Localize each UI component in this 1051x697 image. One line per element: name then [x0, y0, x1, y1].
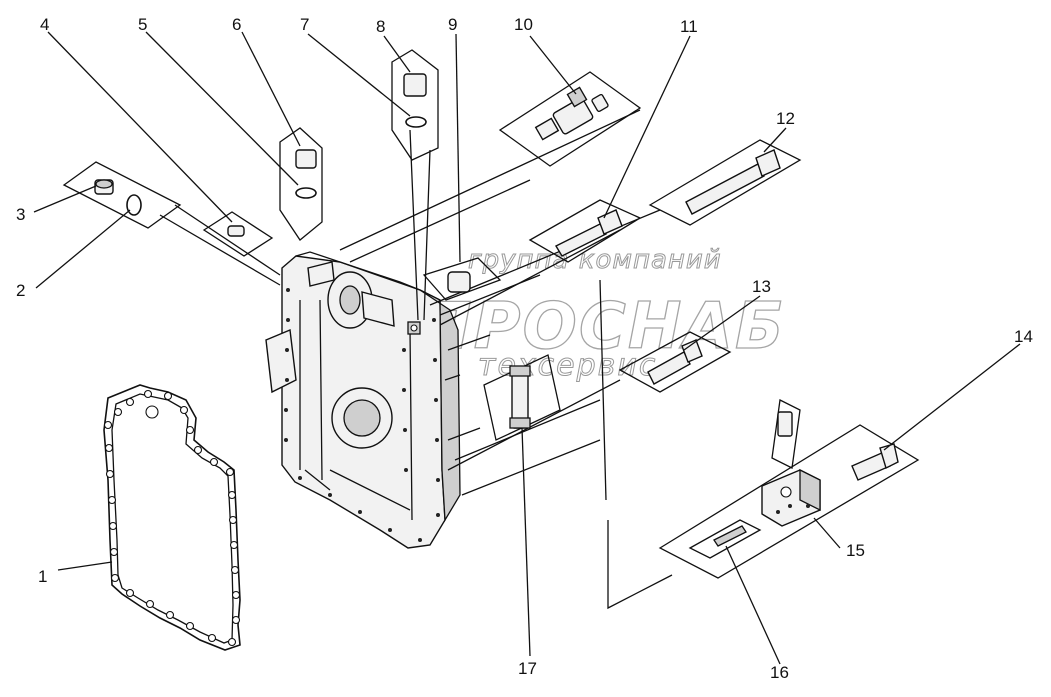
callout-13: 13: [752, 277, 771, 296]
callout-8: 8: [376, 17, 385, 36]
bolt-11: [528, 199, 642, 263]
callout-4: 4: [40, 15, 49, 34]
callout-2: 2: [16, 281, 25, 300]
callout-14: 14: [1014, 327, 1033, 346]
callout-15: 15: [846, 541, 865, 560]
callout-16: 16: [770, 663, 789, 682]
callout-11: 11: [680, 17, 698, 36]
assembly-lines: [159, 109, 673, 610]
callouts: 1 2 3 4 5 6 7 8 9 10 11 12 13 14 15 16 1…: [16, 15, 1033, 682]
callout-17: 17: [518, 659, 537, 678]
callout-10: 10: [514, 15, 533, 34]
bolt-13: [618, 331, 732, 393]
watermark-line1: группа компаний: [468, 245, 722, 275]
plug-and-ring-6: [279, 127, 323, 241]
callout-9: 9: [448, 15, 457, 34]
gasket: [103, 384, 241, 651]
callout-12: 12: [776, 109, 795, 128]
transmission-housing: [265, 251, 461, 549]
callout-7: 7: [300, 15, 309, 34]
sensor-17: [483, 354, 561, 441]
plug-and-ring-8: [391, 49, 439, 161]
callout-5: 5: [138, 15, 147, 34]
plug-and-ring-left: [62, 161, 182, 229]
solenoid-valve: [498, 71, 642, 167]
plug-9: [422, 257, 502, 301]
callout-1: 1: [38, 567, 47, 586]
plug-4: [202, 211, 274, 257]
bracket-assembly: [658, 399, 920, 579]
callout-6: 6: [232, 15, 241, 34]
bolt-12: [648, 139, 802, 226]
leader-lines: [33, 31, 1021, 665]
callout-3: 3: [16, 205, 25, 224]
watermark-line3: техсервис: [478, 348, 657, 383]
